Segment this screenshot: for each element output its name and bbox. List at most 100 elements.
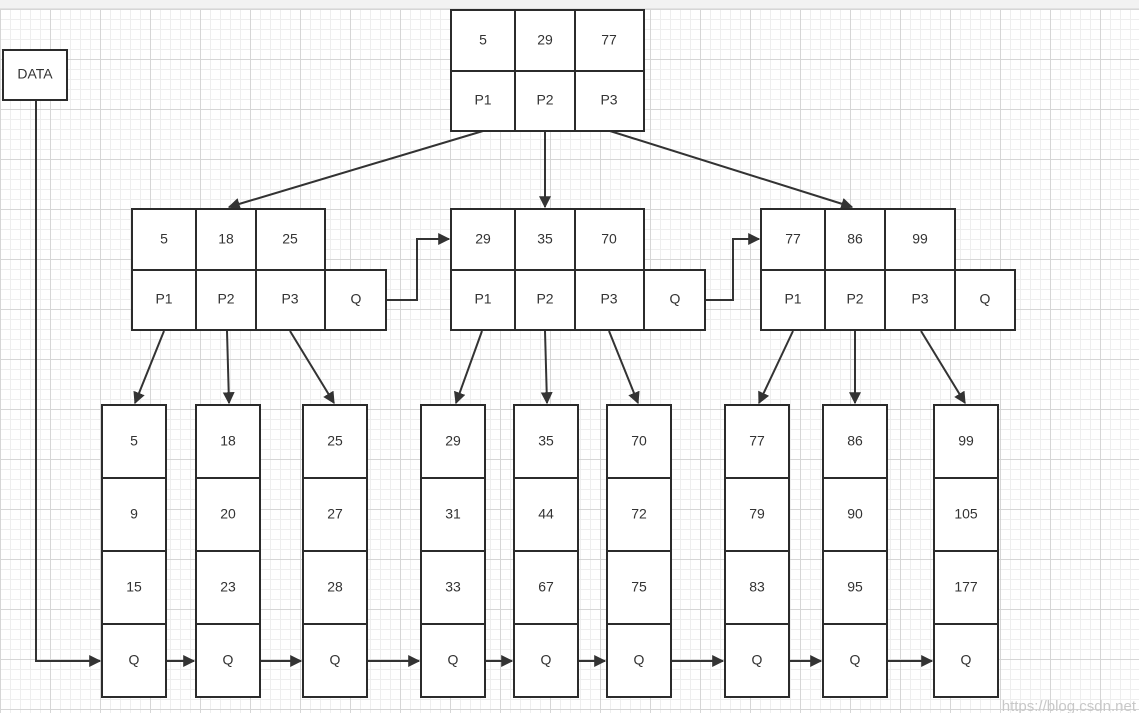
leaf3-cell-3 <box>302 550 368 625</box>
leaf7-value-1: 77 <box>749 433 765 449</box>
leaf-node-3: 25 27 28 Q <box>302 404 368 698</box>
internal-node-3: 77 86 99 P1 P2 P3 Q <box>760 208 1016 331</box>
internal-node-2: 29 35 70 P1 P2 P3 Q <box>450 208 706 331</box>
leaf5-pointer-q: Q <box>541 652 552 668</box>
internal2-pointer-3: P3 <box>600 291 617 307</box>
top-toolbar-strip <box>0 0 1139 9</box>
internal2-pointer-q: Q <box>670 291 681 307</box>
leaf2-cell-3 <box>195 550 261 625</box>
leaf1-cell-2 <box>101 477 167 552</box>
leaf9-cell-q <box>933 623 999 698</box>
leaf1-value-3: 15 <box>126 579 142 595</box>
root-pointer-2: P2 <box>536 92 553 108</box>
edge-data-to-first-leaf <box>35 100 102 667</box>
leaf-node-5: 35 44 67 Q <box>513 404 579 698</box>
internal3-pointer-cell-2 <box>824 269 886 331</box>
leaf4-pointer-q: Q <box>448 652 459 668</box>
internal3-key-cell-3 <box>884 208 956 271</box>
leaf9-value-3: 177 <box>954 579 978 595</box>
leaf8-value-3: 95 <box>847 579 863 595</box>
edge-internal1-p1 <box>133 330 165 405</box>
leaf-node-9: 99 105 177 Q <box>933 404 999 698</box>
leaf7-cell-q <box>724 623 790 698</box>
data-pointer-box: DATA <box>2 49 68 101</box>
internal3-key-3: 99 <box>912 231 928 247</box>
internal1-pointer-1: P1 <box>155 291 172 307</box>
internal2-key-2: 35 <box>537 231 553 247</box>
leaf3-value-3: 28 <box>327 579 343 595</box>
leaf3-cell-2 <box>302 477 368 552</box>
leaf2-value-1: 18 <box>220 433 236 449</box>
internal3-key-2: 86 <box>847 231 863 247</box>
leaf1-cell-q <box>101 623 167 698</box>
leaf3-value-1: 25 <box>327 433 343 449</box>
leaf2-value-2: 20 <box>220 506 236 522</box>
edge-internal1-p3 <box>289 330 335 405</box>
internal2-pointer-2: P2 <box>536 291 553 307</box>
watermark-text: https://blog.csdn.net <box>1002 698 1137 713</box>
edge-internal1-q-link <box>386 233 451 301</box>
leaf9-value-1: 99 <box>958 433 974 449</box>
root-pointer-cell-3 <box>574 70 645 132</box>
internal1-key-3: 25 <box>282 231 298 247</box>
leaf1-cell-3 <box>101 550 167 625</box>
leaf4-cell-2 <box>420 477 486 552</box>
leaf4-cell-q <box>420 623 486 698</box>
internal1-key-1: 5 <box>160 231 168 247</box>
leaf6-value-1: 70 <box>631 433 647 449</box>
internal3-pointer-cell-3 <box>884 269 956 331</box>
leaf3-cell-q <box>302 623 368 698</box>
leaf4-value-2: 31 <box>445 506 461 522</box>
leaf1-value-2: 9 <box>130 506 138 522</box>
root-node: 5 29 77 P1 P2 P3 <box>450 9 645 132</box>
root-pointer-cell-1 <box>450 70 516 132</box>
internal3-pointer-cell-1 <box>760 269 826 331</box>
internal1-pointer-3: P3 <box>281 291 298 307</box>
internal3-pointer-cell-q <box>954 269 1016 331</box>
leaf-node-7: 77 79 83 Q <box>724 404 790 698</box>
root-key-3: 77 <box>601 32 617 48</box>
leaf9-cell-2 <box>933 477 999 552</box>
root-key-2: 29 <box>537 32 553 48</box>
leaf5-value-3: 67 <box>538 579 554 595</box>
edge-root-p3 <box>609 130 854 210</box>
leaf8-pointer-q: Q <box>850 652 861 668</box>
internal2-pointer-cell-1 <box>450 269 516 331</box>
leaf5-cell-1 <box>513 404 579 479</box>
leaf2-cell-1 <box>195 404 261 479</box>
leaf1-pointer-q: Q <box>129 652 140 668</box>
internal1-key-cell-2 <box>195 208 257 271</box>
leaf8-cell-3 <box>822 550 888 625</box>
internal3-key-cell-1 <box>760 208 826 271</box>
leaf-node-1: 5 9 15 Q <box>101 404 167 698</box>
root-key-cell-1 <box>450 9 516 72</box>
leaf6-pointer-q: Q <box>634 652 645 668</box>
leaf4-value-1: 29 <box>445 433 461 449</box>
internal-node-1: 5 18 25 P1 P2 P3 Q <box>131 208 387 331</box>
leaf7-cell-3 <box>724 550 790 625</box>
leaf9-cell-3 <box>933 550 999 625</box>
edge-internal2-p3 <box>608 330 640 405</box>
internal1-pointer-q: Q <box>351 291 362 307</box>
leaf2-cell-q <box>195 623 261 698</box>
leaf7-value-2: 79 <box>749 506 765 522</box>
leaf8-cell-1 <box>822 404 888 479</box>
internal2-key-cell-2 <box>514 208 576 271</box>
internal3-pointer-q: Q <box>980 291 991 307</box>
internal2-key-3: 70 <box>601 231 617 247</box>
leaf8-cell-q <box>822 623 888 698</box>
leaf2-value-3: 23 <box>220 579 236 595</box>
internal1-pointer-cell-q <box>324 269 387 331</box>
data-box-rect <box>2 49 68 101</box>
leaf6-value-2: 72 <box>631 506 647 522</box>
leaf-node-8: 86 90 95 Q <box>822 404 888 698</box>
edge-internal2-q-link <box>705 233 761 301</box>
leaf9-value-2: 105 <box>954 506 978 522</box>
leaf3-pointer-q: Q <box>330 652 341 668</box>
internal1-pointer-cell-2 <box>195 269 257 331</box>
leaf6-cell-2 <box>606 477 672 552</box>
leaf4-cell-1 <box>420 404 486 479</box>
edge-internal3-p1 <box>758 330 794 405</box>
internal3-pointer-1: P1 <box>784 291 801 307</box>
